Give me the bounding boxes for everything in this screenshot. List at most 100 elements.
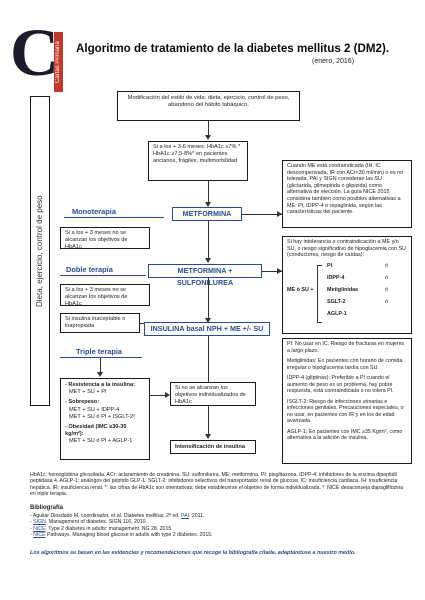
page-date: (enero, 2016) xyxy=(312,58,355,65)
option-sep: ó xyxy=(385,262,388,269)
box-4: Si a los + 3 meses no se alcanzan los ob… xyxy=(60,284,150,307)
biblio-title: Bibliografía xyxy=(30,505,64,511)
biblio-link[interactable]: NICE xyxy=(33,532,46,539)
resistencia-label: - Resistencia a la insulina: xyxy=(65,382,135,388)
insulina-basal-box: INSULINA basal NPH + ME +/- SU xyxy=(144,322,270,336)
sobrepeso-label: - Sobrepeso: xyxy=(65,399,100,406)
connector xyxy=(208,406,209,436)
notes-box: PI: No usar en IC. Riesgo de fracturas e… xyxy=(282,338,412,464)
note-idpp4: IDPP-4 (gliptinas): Preferible a PI cuan… xyxy=(287,375,394,394)
connector xyxy=(208,181,209,205)
lifestyle-box: Modificación del estilo de vida: dieta, … xyxy=(117,91,300,121)
arrow-icon xyxy=(277,268,282,274)
connector xyxy=(208,121,209,137)
option-item: AGLP-1 xyxy=(327,311,347,318)
triple-terapia-label: Triple terapia xyxy=(76,347,123,356)
option-item: SGLT-2 xyxy=(327,299,345,306)
option-item: Metiglinidas xyxy=(327,287,358,294)
option-label: PI xyxy=(327,262,333,269)
connector xyxy=(208,278,209,320)
option-label: AGLP-1 xyxy=(327,310,347,317)
note-pi: PI: No usar en IC. Riesgo de fracturas e… xyxy=(287,341,405,354)
option-label: SGLT-2 xyxy=(327,298,346,305)
logo-letter: C xyxy=(10,14,60,90)
insulina-basal-text: INSULINA basal NPH + ME +/- SU xyxy=(150,324,264,333)
doble-terapia-label: Doble terapia xyxy=(66,265,113,274)
logo-banner: Cartas Primaria xyxy=(54,32,63,92)
box-4-text: Si a los + 3 meses no se alcanzan los ob… xyxy=(65,287,128,307)
intensificacion-box: Intensificación de insulina xyxy=(170,440,256,454)
option-item: IDPP-4 xyxy=(327,275,344,282)
arrow-icon xyxy=(205,318,211,323)
metformina-sulfonilurea-box: METFORMINA + SULFONILUREA xyxy=(148,264,262,287)
sobrepeso-option-2: MET + SU ó PI + ISGLT-2² xyxy=(69,413,136,420)
obesidad-label: - Obesidad (IMC ≥30-35 kg/m²): xyxy=(65,424,127,438)
connector xyxy=(140,323,144,324)
box-7: Si no se alcanzan los objetivos individu… xyxy=(170,382,256,406)
connector xyxy=(150,395,168,396)
doble-terapia-rule xyxy=(60,275,146,276)
biblio-link[interactable]: NICE xyxy=(33,525,46,532)
intolerance-box: Si hay intolerancia o contraindicación a… xyxy=(282,236,412,334)
connector xyxy=(208,336,209,382)
arrow-icon xyxy=(165,392,170,398)
connector xyxy=(100,358,101,374)
triple-terapia-rule xyxy=(60,357,142,358)
biblio-text: . 2011. xyxy=(188,513,205,519)
arrow-icon xyxy=(205,434,211,439)
side-label: Dieta, ejercicio, control de peso xyxy=(35,195,44,307)
biblio-link[interactable]: SIGN xyxy=(33,519,46,526)
biblio-item: - SIGN. Management of diabetes. SIGN 116… xyxy=(30,519,410,525)
note-isglt2: ISGLT-2: Riesgo de infecciones urinarias… xyxy=(287,398,404,425)
intensificacion-text: Intensificación de insulina xyxy=(175,444,245,450)
arrow-icon xyxy=(205,258,211,263)
option-sep: ó xyxy=(385,274,388,281)
metformina-sulfonilurea-text: METFORMINA + SULFONILUREA xyxy=(176,266,234,287)
option-sep: ó xyxy=(385,298,388,305)
biblio-text: . Type 2 diabetes in adults: management.… xyxy=(45,525,173,532)
connector xyxy=(242,214,282,215)
biblio-list: - Aguilar Diosdado M, coordinador, et al… xyxy=(30,513,410,539)
obesidad-option: MET + SU ó PI + AGLP-1 xyxy=(69,438,133,445)
monoterapia-label: Monoterapia xyxy=(72,207,116,216)
connector xyxy=(262,271,282,272)
note-metiglinidas: Metiglinidas: En pacientes con horario d… xyxy=(287,358,403,371)
biblio-text: - xyxy=(30,525,34,532)
triple-therapy-box: - Resistencia a la insulina: MET + SU + … xyxy=(60,378,150,460)
arrow-icon xyxy=(97,372,103,377)
resistencia-option: MET + SU + PI xyxy=(69,389,107,396)
monoterapia-rule xyxy=(64,217,164,218)
disclaimer: Los algoritmos se basan en las evidencia… xyxy=(30,550,356,556)
page-title: Algoritmo de tratamiento de la diabetes … xyxy=(76,42,390,55)
hba1c-box: Si a los + 3-6 meses: HbA1c ≥7% * HbA1c … xyxy=(148,141,248,181)
sobrepeso-option-1: MET + SU + IDPP-4 xyxy=(69,406,120,413)
options-block: ME ó SU + PI IDPP-4 Metiglinidas SGLT-2 … xyxy=(287,263,407,323)
footnote: HbA1c: hemoglobina glicosilada. ACr: acl… xyxy=(30,472,404,498)
hba1c-text: Si a los + 3-6 meses: HbA1c ≥7% * HbA1c … xyxy=(153,144,241,164)
insulin-unacceptable-text: Si insulina inaceptable o inapropiada xyxy=(65,316,126,329)
side-label-box: Dieta, ejercicio, control de peso xyxy=(30,96,50,406)
arrow-icon xyxy=(277,211,282,217)
biblio-text: - xyxy=(30,519,34,526)
option-label: Metiglinidas xyxy=(327,286,359,293)
option-label: IDPP-4 xyxy=(327,274,345,281)
arrow-icon xyxy=(205,135,211,140)
biblio-item: - NICE Pathways. Managing blood glucose … xyxy=(30,532,410,538)
options-label: ME ó SU + xyxy=(287,286,314,293)
lifestyle-text: Modificación del estilo de vida: dieta, … xyxy=(127,95,290,108)
biblio-link[interactable]: PAI xyxy=(181,513,189,519)
metformina-text: METFORMINA xyxy=(182,209,232,218)
option-item: PI xyxy=(327,263,332,270)
biblio-item: - Aguilar Diosdado M, coordinador, et al… xyxy=(30,513,410,519)
option-sep: ó xyxy=(385,286,388,293)
metformina-box: METFORMINA xyxy=(172,207,242,221)
biblio-text: . Management of diabetes. SIGN 116. 2010… xyxy=(45,519,147,526)
options-bracket xyxy=(317,264,322,323)
biblio-item: - NICE. Type 2 diabetes in adults: manag… xyxy=(30,526,410,532)
box-3: Si a los + 3 meses no se alcanzan los ob… xyxy=(60,227,150,250)
contraindication-text: Cuando ME está contraindicada (IH, IC de… xyxy=(287,163,404,216)
biblio-text: - xyxy=(30,532,34,539)
biblio-text: Pathways. Managing blood glucose in adul… xyxy=(45,532,213,539)
note-aglp1: AGLP-1: En pacientes con IMC ≥35 Kg/m², … xyxy=(287,428,403,442)
contraindication-box: Cuando ME está contraindicada (IH, IC de… xyxy=(282,160,412,228)
